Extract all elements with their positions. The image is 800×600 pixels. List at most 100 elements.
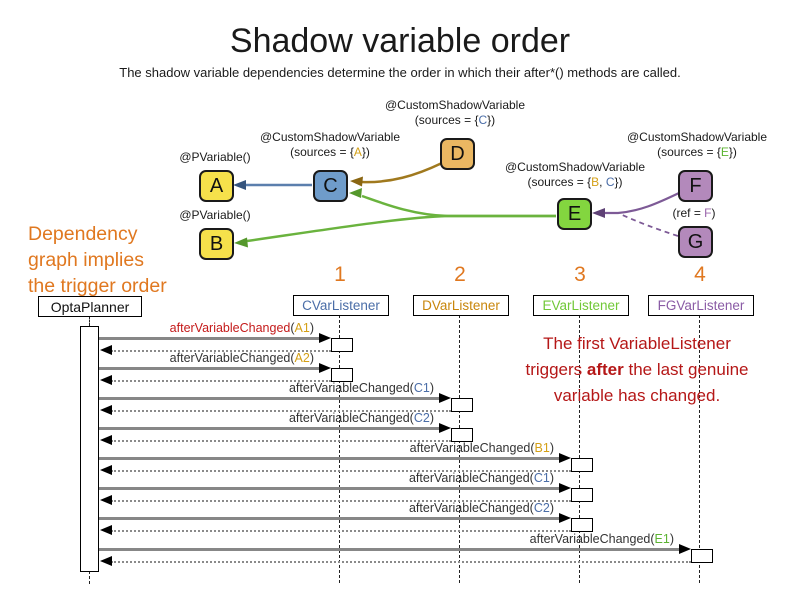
- annotation-text: (sources = {: [290, 145, 354, 159]
- listener-box-FGVarListener: FGVarListener: [648, 295, 754, 316]
- message-paren: (: [530, 441, 535, 455]
- annotation-text: (ref =: [672, 206, 705, 220]
- return-arrowhead-4: [100, 435, 112, 445]
- message-paren: (: [409, 411, 414, 425]
- graph-node-C: C: [313, 170, 348, 202]
- return-arrowhead-2: [100, 375, 112, 385]
- message-paren: ): [549, 441, 554, 455]
- call-arrowhead-7: [559, 513, 571, 523]
- right-note-line-3: variable has changed.: [553, 386, 721, 405]
- step-number-3: 3: [574, 263, 586, 286]
- return-arrow-7: [111, 530, 571, 532]
- annotation-text: }): [728, 145, 737, 159]
- message-label-4: afterVariableChanged(C2): [289, 411, 434, 425]
- annotation-line: @CustomShadowVariable: [260, 130, 400, 145]
- annotation-line: @PVariable(): [179, 150, 250, 165]
- annotation-text: ,: [599, 175, 606, 189]
- annotation-var-token: A: [353, 145, 362, 159]
- annotation-text: }): [487, 113, 496, 127]
- message-arg: A2: [294, 351, 310, 365]
- actor-lifeline-top: [89, 316, 90, 326]
- message-paren: (: [529, 471, 534, 485]
- annotation-line: @PVariable(): [179, 208, 250, 223]
- annotation-text: (sources = {: [414, 113, 479, 127]
- activation-6: [571, 488, 593, 502]
- annotation-line: (sources = {E}): [627, 145, 767, 160]
- step-number-4: 4: [694, 263, 706, 286]
- message-label-8: afterVariableChanged(E1): [530, 532, 674, 546]
- message-label-6: afterVariableChanged(C1): [409, 471, 554, 485]
- message-paren: ): [669, 532, 674, 546]
- message-paren: (: [650, 532, 655, 546]
- annotation-text: (sources = {: [657, 145, 721, 159]
- annotation-var-token: F: [704, 206, 712, 220]
- graph-node-G: G: [678, 226, 713, 258]
- annotation-E: @CustomShadowVariable(sources = {B, C}): [505, 160, 645, 190]
- message-label-5: afterVariableChanged(B1): [410, 441, 554, 455]
- message-label-2: afterVariableChanged(A2): [170, 351, 314, 365]
- message-method: afterVariableChanged: [529, 532, 651, 546]
- activation-2: [331, 368, 353, 382]
- message-label-1: afterVariableChanged(A1): [170, 321, 314, 335]
- message-paren: (: [290, 321, 295, 335]
- call-arrow-2: [99, 367, 319, 370]
- lifeline-3: [579, 315, 580, 583]
- annotation-text: @PVariable(): [179, 208, 251, 222]
- call-arrowhead-5: [559, 453, 571, 463]
- annotation-var-token: E: [720, 145, 729, 159]
- activation-1: [331, 338, 353, 352]
- message-arg: C2: [413, 411, 430, 425]
- message-method: afterVariableChanged: [169, 351, 291, 365]
- annotation-B: @PVariable(): [179, 208, 250, 223]
- annotation-line: @CustomShadowVariable: [385, 98, 525, 113]
- activation-7: [571, 518, 593, 532]
- activation-8: [691, 549, 713, 563]
- right-note-line-2: triggers after the last genuine: [525, 360, 749, 379]
- call-arrow-8: [99, 548, 679, 551]
- left-caption: Dependency graph implies the trigger ord…: [28, 221, 167, 299]
- call-arrowhead-1: [319, 333, 331, 343]
- actor-box-optaplanner: OptaPlanner: [38, 296, 142, 317]
- call-arrowhead-2: [319, 363, 331, 373]
- activation-4: [451, 428, 473, 442]
- message-paren: ): [429, 411, 434, 425]
- return-arrow-6: [111, 500, 571, 502]
- annotation-text: (sources = {: [527, 175, 592, 189]
- annotation-D: @CustomShadowVariable(sources = {C}): [385, 98, 525, 128]
- call-arrowhead-6: [559, 483, 571, 493]
- annotation-C: @CustomShadowVariable(sources = {A}): [260, 130, 400, 160]
- listener-box-DVarListener: DVarListener: [413, 295, 509, 316]
- listener-box-EVarListener: EVarListener: [533, 295, 629, 316]
- call-arrowhead-4: [439, 423, 451, 433]
- right-note-line-1: The first VariableListener: [543, 334, 731, 353]
- graph-node-F: F: [678, 170, 713, 202]
- annotation-var-token: C: [605, 175, 615, 189]
- left-caption-line-1: Dependency: [28, 223, 138, 245]
- annotation-text: }): [361, 145, 370, 159]
- call-arrow-1: [99, 337, 319, 340]
- annotation-text: ): [711, 206, 716, 220]
- annotation-text: @CustomShadowVariable: [384, 98, 526, 112]
- annotation-line: (sources = {A}): [260, 145, 400, 160]
- actor-lifeline-bottom: [89, 571, 90, 584]
- call-arrow-5: [99, 457, 559, 460]
- annotation-text: }): [614, 175, 623, 189]
- message-paren: (: [529, 501, 534, 515]
- message-arg: C1: [533, 471, 550, 485]
- message-label-7: afterVariableChanged(C2): [409, 501, 554, 515]
- message-arg: C2: [533, 501, 550, 515]
- return-arrowhead-3: [100, 405, 112, 415]
- actor-activation-bar: [80, 326, 99, 572]
- annotation-line: (ref = F): [672, 206, 715, 221]
- graph-node-B: B: [199, 228, 234, 260]
- message-label-3: afterVariableChanged(C1): [289, 381, 434, 395]
- return-arrowhead-5: [100, 465, 112, 475]
- annotation-text: @CustomShadowVariable: [626, 130, 768, 144]
- call-arrowhead-8: [679, 544, 691, 554]
- activation-3: [451, 398, 473, 412]
- message-arg: B1: [534, 441, 550, 455]
- return-arrow-4: [111, 440, 451, 442]
- message-arg: E1: [654, 532, 670, 546]
- lifeline-2: [459, 315, 460, 583]
